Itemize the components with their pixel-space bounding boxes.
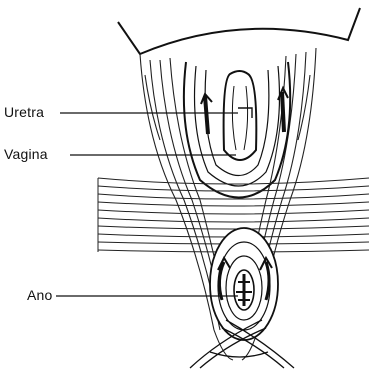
vagina-loop xyxy=(184,62,290,198)
anus-sphincter xyxy=(210,228,278,340)
label-ano: Ano xyxy=(27,287,53,303)
label-vagina: Vagina xyxy=(4,146,48,162)
label-uretra: Uretra xyxy=(4,104,44,120)
outer-arc xyxy=(118,8,360,54)
